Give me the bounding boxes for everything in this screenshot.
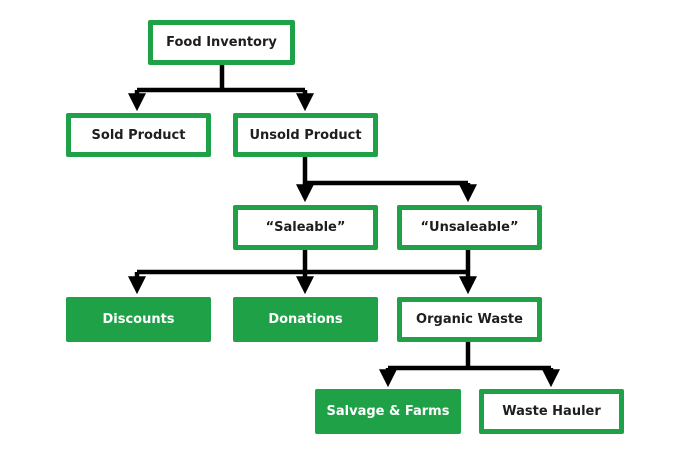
- node-food-inventory: Food Inventory: [148, 20, 295, 65]
- node-discounts: Discounts: [66, 297, 211, 342]
- node-organic-waste: Organic Waste: [397, 297, 542, 342]
- node-salvage-farms: Salvage & Farms: [315, 389, 461, 434]
- node-donations: Donations: [233, 297, 378, 342]
- node-waste-hauler: Waste Hauler: [479, 389, 624, 434]
- node-saleable: “Saleable”: [233, 205, 378, 250]
- node-unsold-product: Unsold Product: [233, 113, 378, 157]
- node-unsaleable: “Unsaleable”: [397, 205, 542, 250]
- node-sold-product: Sold Product: [66, 113, 211, 157]
